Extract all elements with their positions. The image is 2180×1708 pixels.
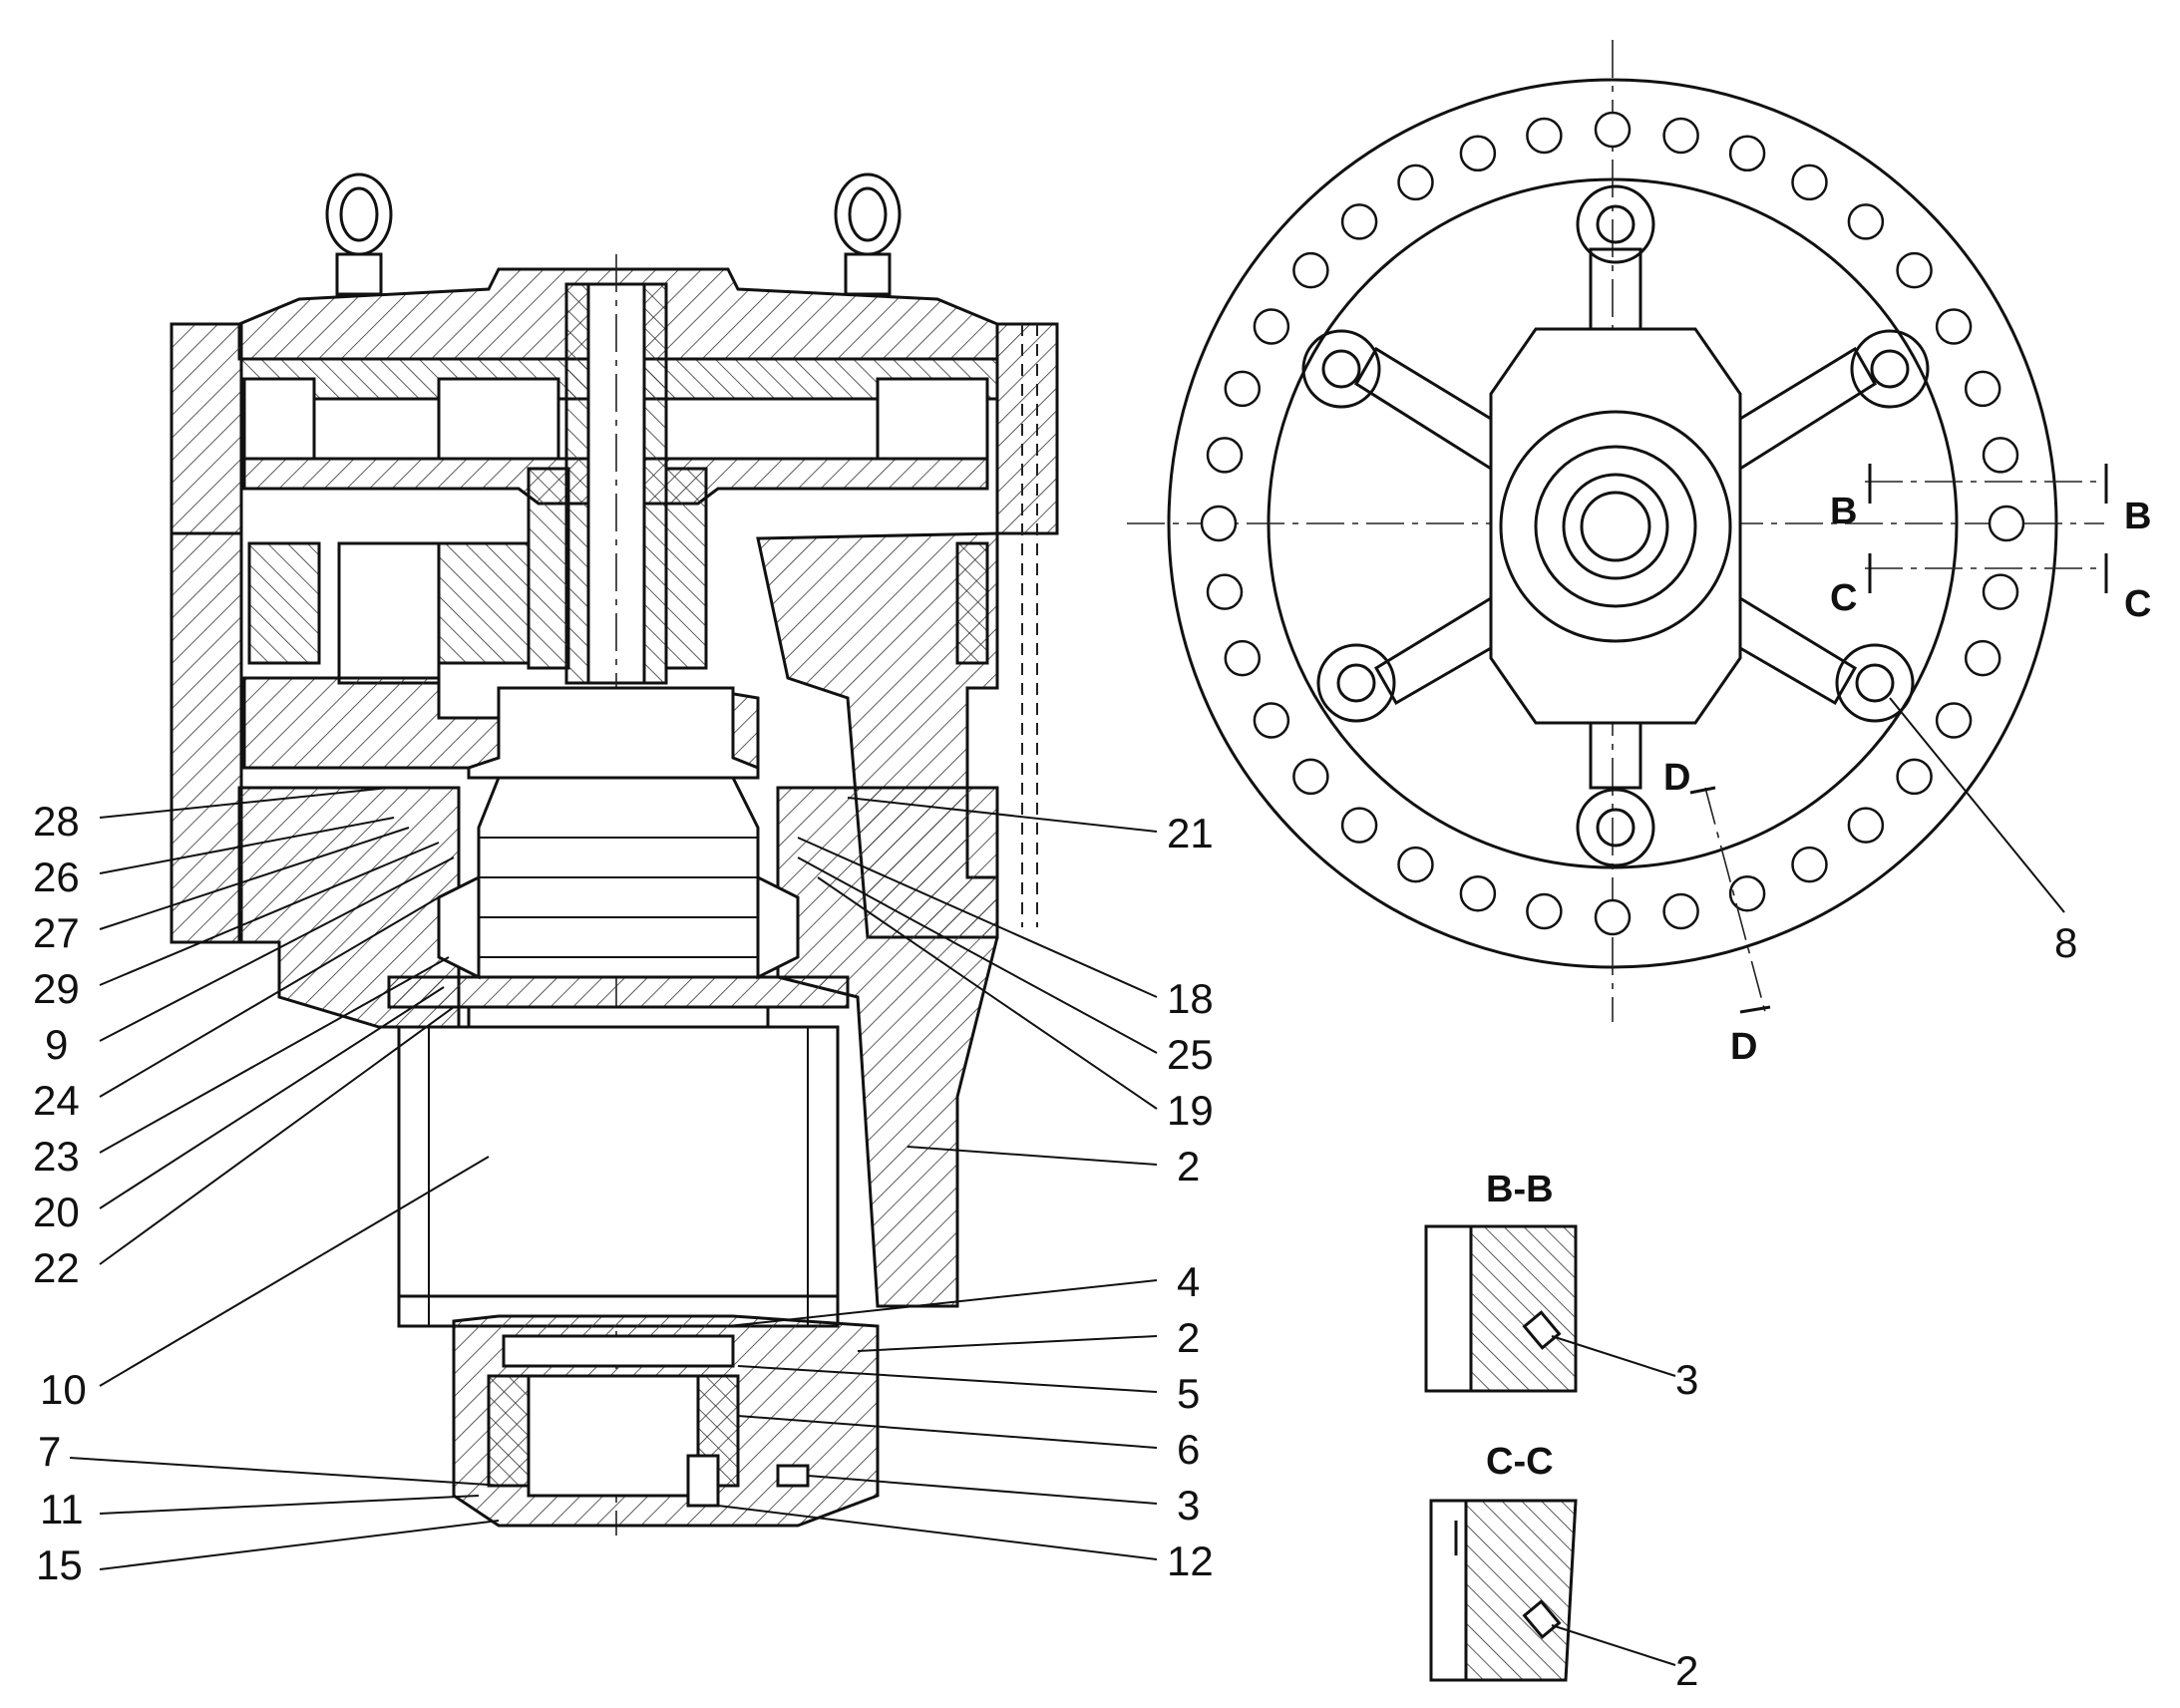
callout-11: 11 <box>40 1486 84 1533</box>
right-callouts: 21 18 25 19 2 4 2 5 6 3 12 <box>1167 810 1214 1584</box>
bolt-hole <box>1397 846 1434 883</box>
section-mark-d-top: D <box>1663 757 1690 799</box>
bolt-hole <box>1988 505 2025 542</box>
section-view <box>170 172 1059 1536</box>
bolt-hole <box>1728 135 1766 172</box>
bolt-hole <box>1340 203 1378 240</box>
upper-housing-right <box>995 322 1059 535</box>
bolt-hole <box>1292 251 1329 289</box>
callout-6: 6 <box>1177 1426 1200 1473</box>
bolt-hole <box>1594 111 1632 149</box>
bolt-hole <box>1206 573 1244 610</box>
bolt-hole <box>1224 639 1262 677</box>
callout-28: 28 <box>33 798 80 845</box>
bolt-hole-ring <box>1200 111 2025 936</box>
callout-18: 18 <box>1167 975 1214 1022</box>
section-cc-title: C-C <box>1486 1441 1554 1483</box>
lifting-eye-right <box>834 172 902 296</box>
bolt-hole <box>1206 437 1244 474</box>
bolt-hole <box>1728 874 1766 912</box>
callout-21: 21 <box>1167 810 1214 856</box>
bolt-hole <box>1459 874 1497 912</box>
bolt-hole <box>1224 370 1262 408</box>
bolt-hole <box>1896 251 1933 289</box>
bolt-hole <box>1964 639 2001 677</box>
section-mark-b-right: B <box>2124 496 2151 537</box>
callout-19: 19 <box>1167 1087 1214 1134</box>
bolt-hole <box>1791 846 1828 883</box>
section-cc-part: 2 <box>1675 1647 1698 1694</box>
bolt-hole <box>1896 758 1933 796</box>
upper-housing-left <box>170 322 243 535</box>
section-mark-c-left: C <box>1830 577 1857 619</box>
bolt-hole <box>1340 807 1378 844</box>
bolt-hole <box>1935 308 1973 345</box>
lifting-eye-left <box>325 172 393 296</box>
bolt-hole <box>1964 370 2001 408</box>
callout-9: 9 <box>45 1021 68 1068</box>
bolt-hole <box>1982 437 2019 474</box>
section-mark-c-right: C <box>2124 583 2151 625</box>
bearing-right <box>756 874 800 980</box>
callout-20: 20 <box>33 1189 80 1235</box>
callout-25: 25 <box>1167 1031 1214 1078</box>
bolt-hole <box>1662 892 1699 930</box>
bolt-hole <box>1791 164 1828 201</box>
bolt-hole <box>1662 117 1699 155</box>
bolt-hole <box>1253 702 1290 739</box>
bolt-hole <box>1397 164 1434 201</box>
callout-23: 23 <box>33 1133 80 1180</box>
callout-27: 27 <box>33 909 80 956</box>
callout-2a: 2 <box>1177 1143 1200 1190</box>
callout-7: 7 <box>38 1428 61 1475</box>
section-bb-part: 3 <box>1675 1356 1698 1403</box>
callout-24: 24 <box>33 1077 80 1124</box>
callout-3: 3 <box>1177 1482 1200 1529</box>
bolt-hole <box>1982 573 2019 610</box>
arm-bosses <box>1301 184 1930 867</box>
leader-lines <box>69 787 1158 1570</box>
bolt-hole <box>1594 898 1632 936</box>
section-mark-d-bottom: D <box>1730 1026 1757 1068</box>
bolt-hole <box>1253 308 1290 345</box>
flange-view: B B C C D D 8 <box>1127 40 2151 1068</box>
callout-4: 4 <box>1177 1258 1200 1305</box>
bearing-housing <box>237 786 461 1029</box>
bolt-hole <box>1526 117 1563 155</box>
callout-2b: 2 <box>1177 1314 1200 1361</box>
bolt-hole <box>1459 135 1497 172</box>
callout-10: 10 <box>40 1366 87 1413</box>
bolt-hole <box>1200 505 1238 542</box>
lifting-arms <box>1353 247 1878 790</box>
center-boss <box>1489 327 1742 725</box>
section-mark-b-left: B <box>1830 491 1857 532</box>
bolt-hole <box>1935 702 1973 739</box>
section-bb: B-B 3 <box>1424 1169 1698 1403</box>
callout-26: 26 <box>33 854 80 900</box>
bolt-hole <box>1847 807 1885 844</box>
callout-15: 15 <box>36 1541 83 1588</box>
mid-housing-left <box>170 531 243 944</box>
output-shaft-body <box>397 1025 840 1328</box>
callout-22: 22 <box>33 1244 80 1291</box>
callout-5: 5 <box>1177 1370 1200 1417</box>
callout-8: 8 <box>2054 919 2077 966</box>
bolt-hole <box>1292 758 1329 796</box>
section-cc: C-C 2 <box>1429 1441 1698 1694</box>
callout-29: 29 <box>33 965 80 1012</box>
left-callouts: 28 26 27 29 9 24 23 20 22 10 7 11 15 <box>33 798 87 1588</box>
callout-12: 12 <box>1167 1537 1214 1584</box>
output-hub <box>467 686 760 780</box>
bolt-hole <box>1847 203 1885 240</box>
bolt-hole <box>1526 892 1563 930</box>
section-bb-title: B-B <box>1486 1169 1554 1210</box>
